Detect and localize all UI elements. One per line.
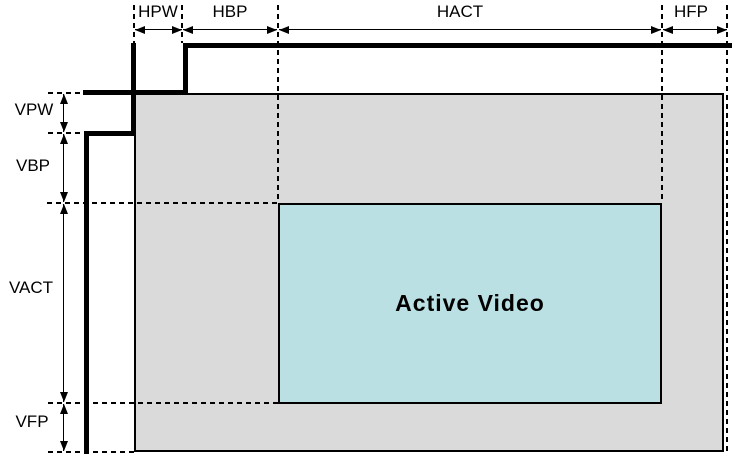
hpw-dim-line	[135, 29, 182, 30]
vpw-arrow-up-icon	[60, 94, 68, 104]
vact-arrow-up-icon	[60, 204, 68, 214]
vbp-label: VBP	[15, 156, 51, 175]
hact-arrow-right-icon	[651, 26, 661, 34]
vact-arrow-down-icon	[60, 392, 68, 402]
dashed-guide-hact-end	[661, 5, 663, 203]
vact-dim-line	[63, 204, 64, 402]
active-video-label: Active Video	[395, 290, 545, 316]
dashed-guide-hbp-start	[181, 5, 183, 43]
hpw-arrow-right-icon	[172, 26, 182, 34]
vpw-dim-line	[63, 94, 64, 132]
hsync-rise-segment	[183, 43, 188, 95]
dashed-guide-hpw-start	[133, 5, 135, 43]
hbp-label: HBP	[212, 2, 248, 21]
vsync-high-segment	[131, 43, 136, 136]
hact-dim-line	[279, 29, 661, 30]
vsync-low-segment	[84, 131, 89, 454]
dashed-guide-hfp-end	[726, 5, 728, 452]
dashed-guide-vfp-end	[48, 451, 134, 453]
vfp-arrow-up-icon	[60, 404, 68, 414]
hfp-arrow-right-icon	[717, 26, 727, 34]
vbp-dim-line	[63, 134, 64, 202]
active-video-region: Active Video	[278, 203, 662, 404]
vpw-label: VPW	[14, 100, 54, 119]
vbp-arrow-down-icon	[60, 192, 68, 202]
hpw-arrow-left-icon	[135, 26, 145, 34]
hbp-arrow-right-icon	[267, 26, 277, 34]
vact-label: VACT	[8, 278, 54, 297]
dashed-guide-vpw-start	[48, 92, 83, 94]
hfp-label: HFP	[674, 2, 708, 21]
vsync-step-segment	[84, 131, 136, 136]
hfp-dim-line	[663, 29, 727, 30]
vfp-arrow-down-icon	[60, 441, 68, 451]
vfp-label: VFP	[15, 412, 49, 431]
hact-arrow-left-icon	[279, 26, 289, 34]
vbp-arrow-up-icon	[60, 134, 68, 144]
hfp-arrow-left-icon	[663, 26, 673, 34]
vpw-arrow-down-icon	[60, 122, 68, 132]
hpw-label: HPW	[138, 2, 178, 21]
hsync-high-segment	[183, 43, 732, 48]
dashed-guide-hact-start	[277, 5, 279, 203]
hbp-dim-line	[183, 29, 277, 30]
hact-label: HACT	[436, 2, 484, 21]
dashed-guide-vbp-start	[48, 132, 84, 134]
hbp-arrow-left-icon	[183, 26, 193, 34]
dashed-guide-vact-start	[47, 202, 278, 204]
dashed-guide-vact-end	[48, 402, 278, 404]
vfp-dim-line	[63, 404, 64, 451]
